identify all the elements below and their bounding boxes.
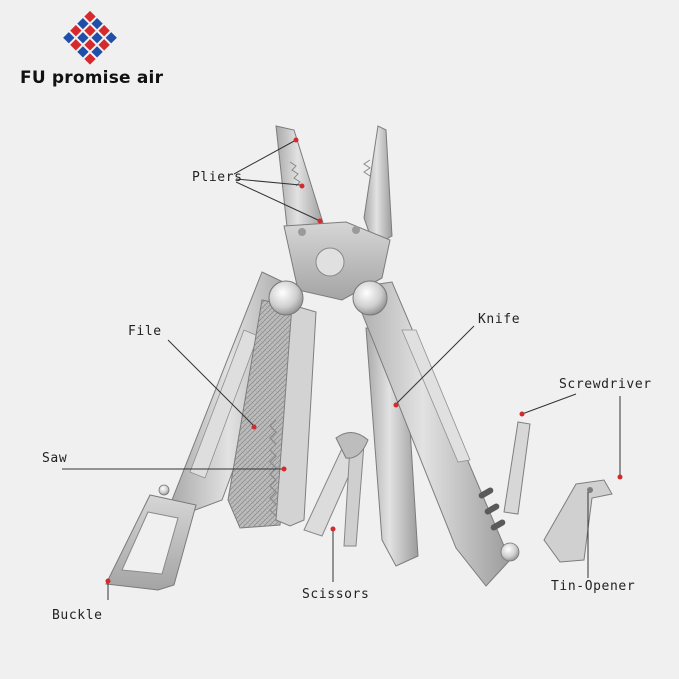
label-file: File: [128, 324, 162, 339]
scissors-tool: [303, 432, 369, 547]
label-screwdriver: Screwdriver: [559, 377, 652, 392]
left-pivot: [268, 280, 304, 316]
brand-name: FU promise air: [20, 68, 164, 88]
pliers-jaws: [275, 125, 393, 301]
label-saw: Saw: [42, 451, 68, 466]
marker-dots: [105, 137, 623, 584]
brand-logo-icon: [63, 10, 117, 65]
label-knife: Knife: [478, 312, 521, 327]
leader-lines: [62, 139, 621, 600]
right-pivot: [352, 280, 388, 316]
label-tin-opener: Tin-Opener: [551, 579, 636, 594]
screwdriver-tool: [503, 421, 531, 515]
right-handle: [351, 281, 520, 587]
label-pliers: Pliers: [192, 170, 243, 185]
tin-opener-tool: [543, 479, 613, 563]
label-buckle: Buckle: [52, 608, 103, 623]
label-scissors: Scissors: [302, 587, 370, 602]
saw-blade: [269, 304, 317, 527]
